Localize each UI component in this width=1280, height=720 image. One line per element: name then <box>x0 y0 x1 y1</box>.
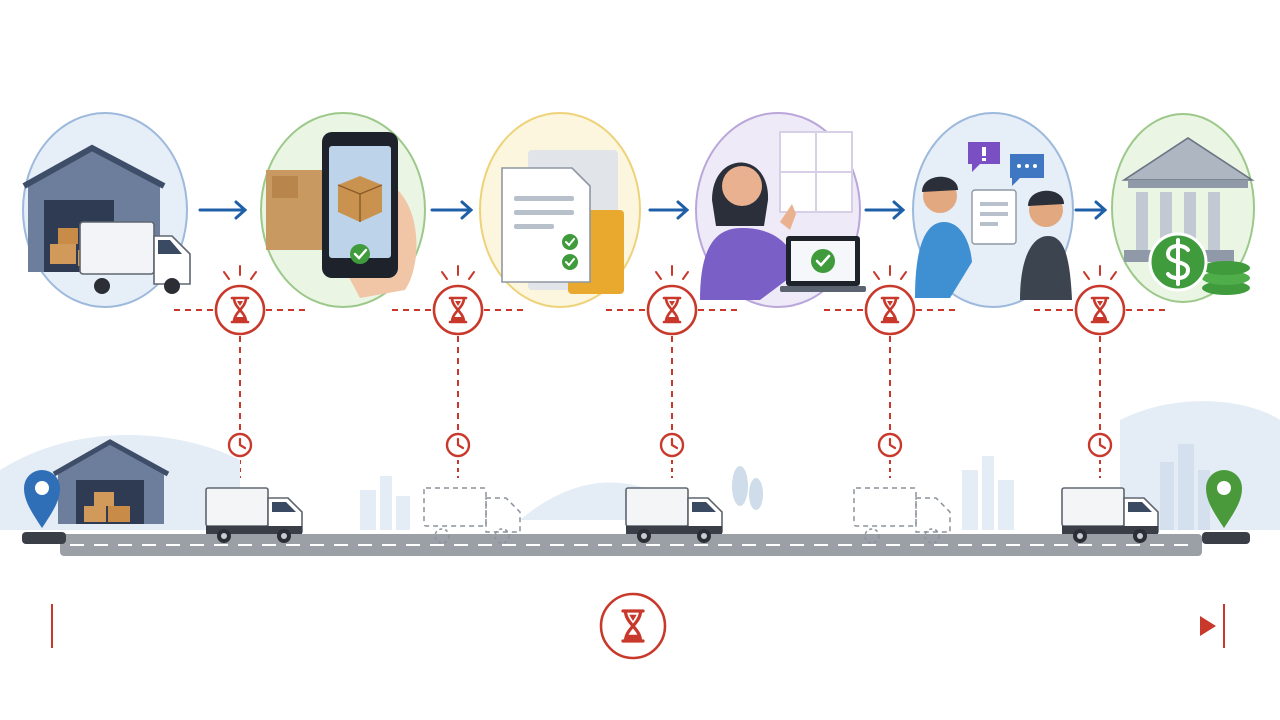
step-payment <box>1111 113 1255 303</box>
warehouse-icon <box>52 439 170 524</box>
delay-marker <box>1034 265 1166 478</box>
step-documents <box>479 112 641 308</box>
clock-icon <box>877 432 903 458</box>
clock-icon <box>1087 432 1113 458</box>
arrow-right-icon <box>198 200 248 220</box>
process-steps <box>22 112 1255 308</box>
people-discussion-icon <box>915 142 1072 300</box>
hourglass-icon <box>646 284 698 336</box>
warehouse-truck-icon <box>22 144 191 294</box>
clock-icon <box>445 432 471 458</box>
person-laptop-approval-icon <box>700 131 866 300</box>
step-discussion <box>912 112 1074 308</box>
origin-warehouse <box>22 439 170 544</box>
origin-pin-icon <box>24 470 60 528</box>
step-warehouse <box>22 112 191 308</box>
hourglass-icon <box>214 284 266 336</box>
step-approval <box>695 112 866 308</box>
delay-marker <box>606 265 738 478</box>
delay-marker <box>824 265 956 478</box>
delay-marker <box>392 265 524 478</box>
arrow-right-icon <box>1074 200 1108 220</box>
hourglass-icon <box>432 284 484 336</box>
delay-marker <box>174 265 306 478</box>
destination <box>1202 470 1250 544</box>
timeline-hourglass-icon <box>599 592 667 660</box>
delay-markers <box>174 265 1166 478</box>
timeline <box>51 592 1225 660</box>
hourglass-icon <box>1074 284 1126 336</box>
destination-pin-icon <box>1206 470 1242 528</box>
step-scan <box>260 112 426 308</box>
arrow-right-icon <box>864 200 906 220</box>
clock-icon <box>227 432 253 458</box>
phone-scan-package-icon <box>266 132 417 298</box>
arrow-right-icon <box>648 200 690 220</box>
hourglass-icon <box>864 284 916 336</box>
road <box>60 534 1202 556</box>
bank-payment-icon <box>1121 137 1255 295</box>
step-arrows <box>198 200 1108 220</box>
clock-icon <box>659 432 685 458</box>
documents-checked-icon <box>501 150 624 294</box>
arrow-right-icon <box>430 200 474 220</box>
